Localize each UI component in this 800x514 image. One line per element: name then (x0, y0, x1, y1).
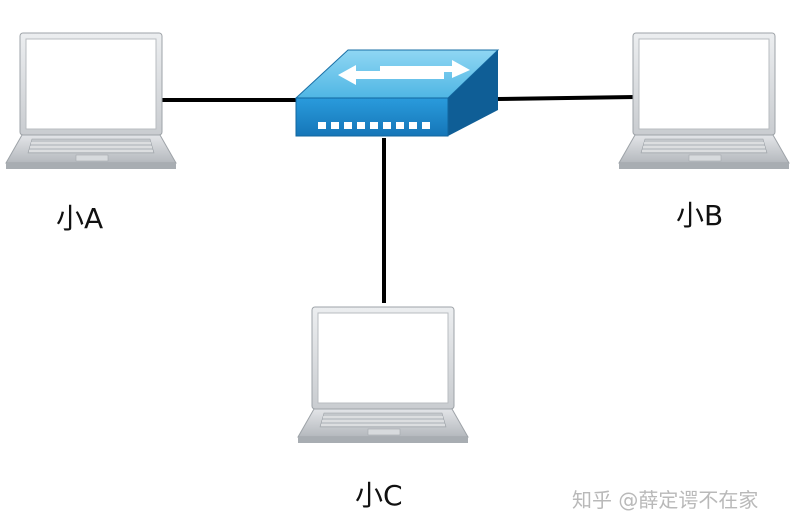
node-label-a: 小A (56, 202, 104, 235)
node-label-c: 小C (355, 479, 403, 512)
switch-ports (318, 122, 430, 129)
laptop-c-icon (297, 306, 469, 444)
network-switch-icon (294, 49, 500, 137)
laptop-b-icon (618, 32, 790, 170)
bidirectional-arrow-icon (338, 60, 470, 85)
watermark: 知乎 @薛定谔不在家 (572, 488, 759, 512)
laptop-a-icon (5, 32, 177, 170)
node-label-b: 小B (676, 199, 724, 232)
link-switch-b (497, 95, 636, 101)
